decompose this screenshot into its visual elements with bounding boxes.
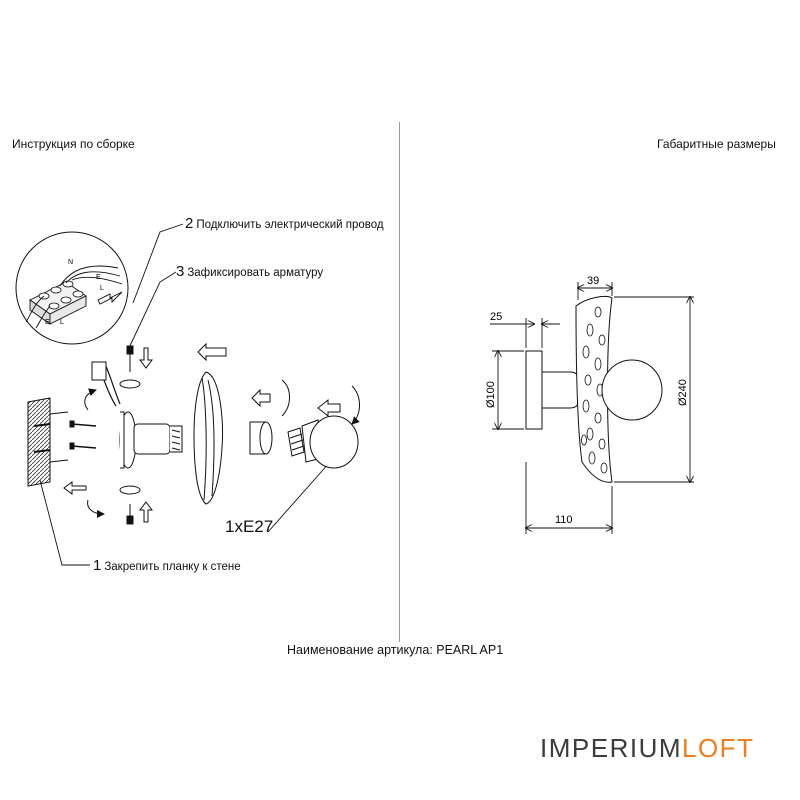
- rotate-arrow-icons: [63, 388, 105, 518]
- dim-110: [526, 462, 612, 534]
- assembly-heading: Инструкция по сборке: [12, 137, 135, 151]
- dim-label-110: 110: [555, 514, 573, 526]
- dim-label-39: 39: [587, 275, 599, 287]
- socket-label: 1xE27: [225, 517, 274, 536]
- dimensions-heading: Габаритные размеры: [657, 137, 776, 151]
- wire-label-l-lower: L: [60, 319, 64, 326]
- wall-screws: [33, 411, 69, 463]
- step-1-number: 1: [93, 557, 102, 574]
- wire-label-e: E: [96, 274, 101, 281]
- dim-100: [492, 351, 524, 429]
- shade: [193, 371, 223, 505]
- bulb-rotate-icon: [351, 385, 360, 425]
- bulb-arrow-icon: [317, 398, 341, 418]
- dim-25: [490, 318, 560, 348]
- assembly-diagram: N E L E L: [15, 223, 360, 566]
- step-2-leader: [132, 223, 184, 304]
- wire-label-e-lower: E: [45, 319, 50, 326]
- brand-logo: IMPERIUMLOFT: [540, 733, 754, 764]
- dim-label-240: Ø240: [677, 379, 689, 406]
- dim-globe: [601, 359, 663, 421]
- wires: [25, 265, 123, 329]
- wire-label-l: L: [100, 285, 104, 292]
- article-name: Наименование артикула: PEARL AP1: [287, 643, 504, 657]
- step-3-number: 3: [176, 263, 185, 280]
- nut-arrow-icon: [251, 388, 271, 408]
- shade-arrow-icon: [197, 342, 227, 362]
- step-2-text: Подключить электрический провод: [196, 219, 384, 231]
- step-3-leader: [127, 271, 177, 351]
- logo-part-loft: LOFT: [682, 733, 755, 763]
- dim-39: [578, 282, 612, 300]
- dim-shade-holes: [581, 306, 608, 474]
- bulb: [287, 415, 359, 469]
- wiring-detail: N E L E L: [15, 231, 129, 345]
- dimensions-diagram: 39 25 Ø100 Ø240 110: [485, 275, 694, 534]
- logo-part-imperium: IMPERIUM: [540, 733, 682, 763]
- wiring-arrow-icon: [97, 291, 123, 305]
- base-wires: [91, 361, 121, 407]
- wall-section: [27, 397, 51, 487]
- dim-label-100: Ø100: [485, 381, 497, 408]
- dim-240: [614, 297, 694, 482]
- step-3-text: Зафиксировать арматуру: [187, 267, 324, 279]
- mounting-screws: [69, 420, 97, 450]
- lamp-base: [119, 411, 183, 469]
- ring-nut: [249, 379, 290, 455]
- bracket-screws: [119, 345, 141, 525]
- dim-socket-body: [541, 371, 581, 409]
- section-divider: [399, 122, 400, 642]
- dim-wall-plate: [525, 350, 543, 430]
- dim-label-25: 25: [490, 311, 502, 323]
- socket-leader: [267, 461, 331, 533]
- wire-label-n: N: [68, 259, 73, 266]
- up-down-arrow-icons: [139, 347, 153, 523]
- terminal-block: [29, 280, 87, 325]
- step-2-number: 2: [185, 215, 194, 232]
- step-1-leader: [39, 479, 90, 566]
- step-1-text: Закрепить планку к стене: [104, 561, 241, 573]
